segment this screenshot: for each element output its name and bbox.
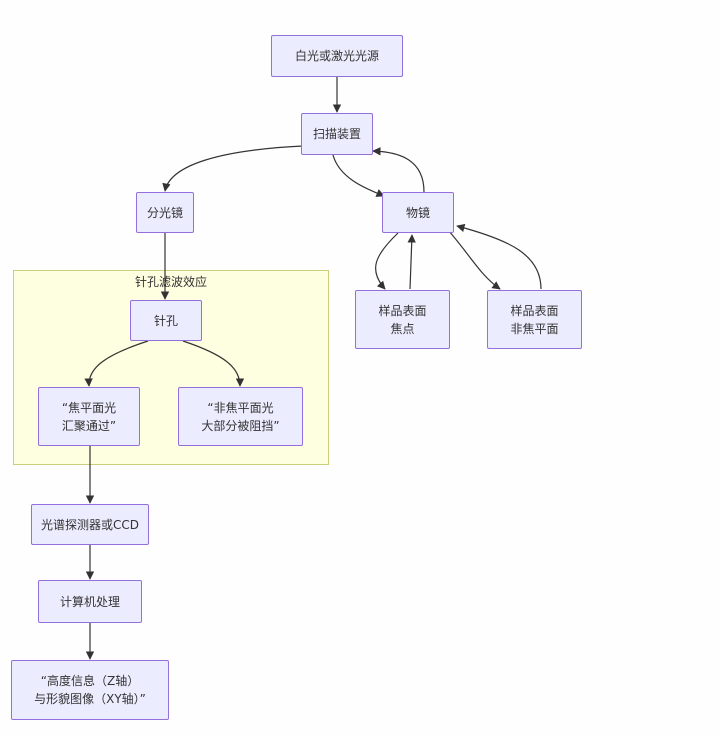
edge-pinhole-to-focal-light: [84, 340, 149, 387]
edge-focal-point-to-objective: [407, 234, 416, 290]
beam-splitter-label: 分光镜: [146, 205, 183, 220]
light-source-label: 白光或激光光源: [294, 49, 379, 63]
pinhole-node: 针孔: [130, 300, 202, 341]
edge-scanner-to-objective: [332, 154, 385, 197]
objective-lens-node: 物镜: [382, 192, 454, 233]
beam-splitter-node: 分光镜: [136, 192, 194, 233]
focal-light-node: “焦平面光 汇聚通过”: [38, 387, 140, 446]
computer-node: 计算机处理: [38, 580, 142, 623]
edge-nonfocal-plane-to-objective: [456, 223, 542, 290]
sample-focal-point-node: 样品表面 焦点: [355, 290, 450, 349]
output-label: “高度信息（Z轴） 与形貌图像（XY轴）”: [34, 674, 146, 706]
scanner-node: 扫描装置: [301, 113, 373, 155]
pinhole-label: 针孔: [153, 313, 178, 328]
sample-focal-point-label: 样品表面 焦点: [378, 303, 427, 336]
edge-scanner-to-beam-splitter: [162, 145, 304, 192]
detector-node: 光谱探测器或CCD: [31, 504, 149, 545]
detector-label: 光谱探测器或CCD: [41, 517, 139, 532]
edge-objective-to-scanner: [372, 147, 425, 193]
cluster-title: 针孔滤波效应: [134, 275, 207, 289]
scanner-label: 扫描装置: [312, 127, 361, 141]
nonfocal-light-node: “非焦平面光 大部分被阻挡”: [178, 387, 303, 446]
sample-nonfocal-plane-label: 样品表面 非焦平面: [510, 303, 559, 336]
edge-pinhole-to-nonfocal-light: [182, 340, 245, 387]
output-node: “高度信息（Z轴） 与形貌图像（XY轴）”: [11, 660, 169, 720]
sample-nonfocal-plane-node: 样品表面 非焦平面: [487, 290, 582, 349]
edge-objective-to-nonfocal-plane: [447, 229, 501, 290]
objective-lens-label: 物镜: [405, 205, 430, 220]
computer-label: 计算机处理: [59, 594, 120, 609]
light-source-node: 白光或激光光源: [271, 35, 403, 77]
nonfocal-light-label: “非焦平面光 大部分被阻挡”: [201, 400, 280, 433]
edge-objective-to-focal-point: [375, 232, 399, 290]
focal-light-label: “焦平面光 汇聚通过”: [61, 400, 117, 433]
